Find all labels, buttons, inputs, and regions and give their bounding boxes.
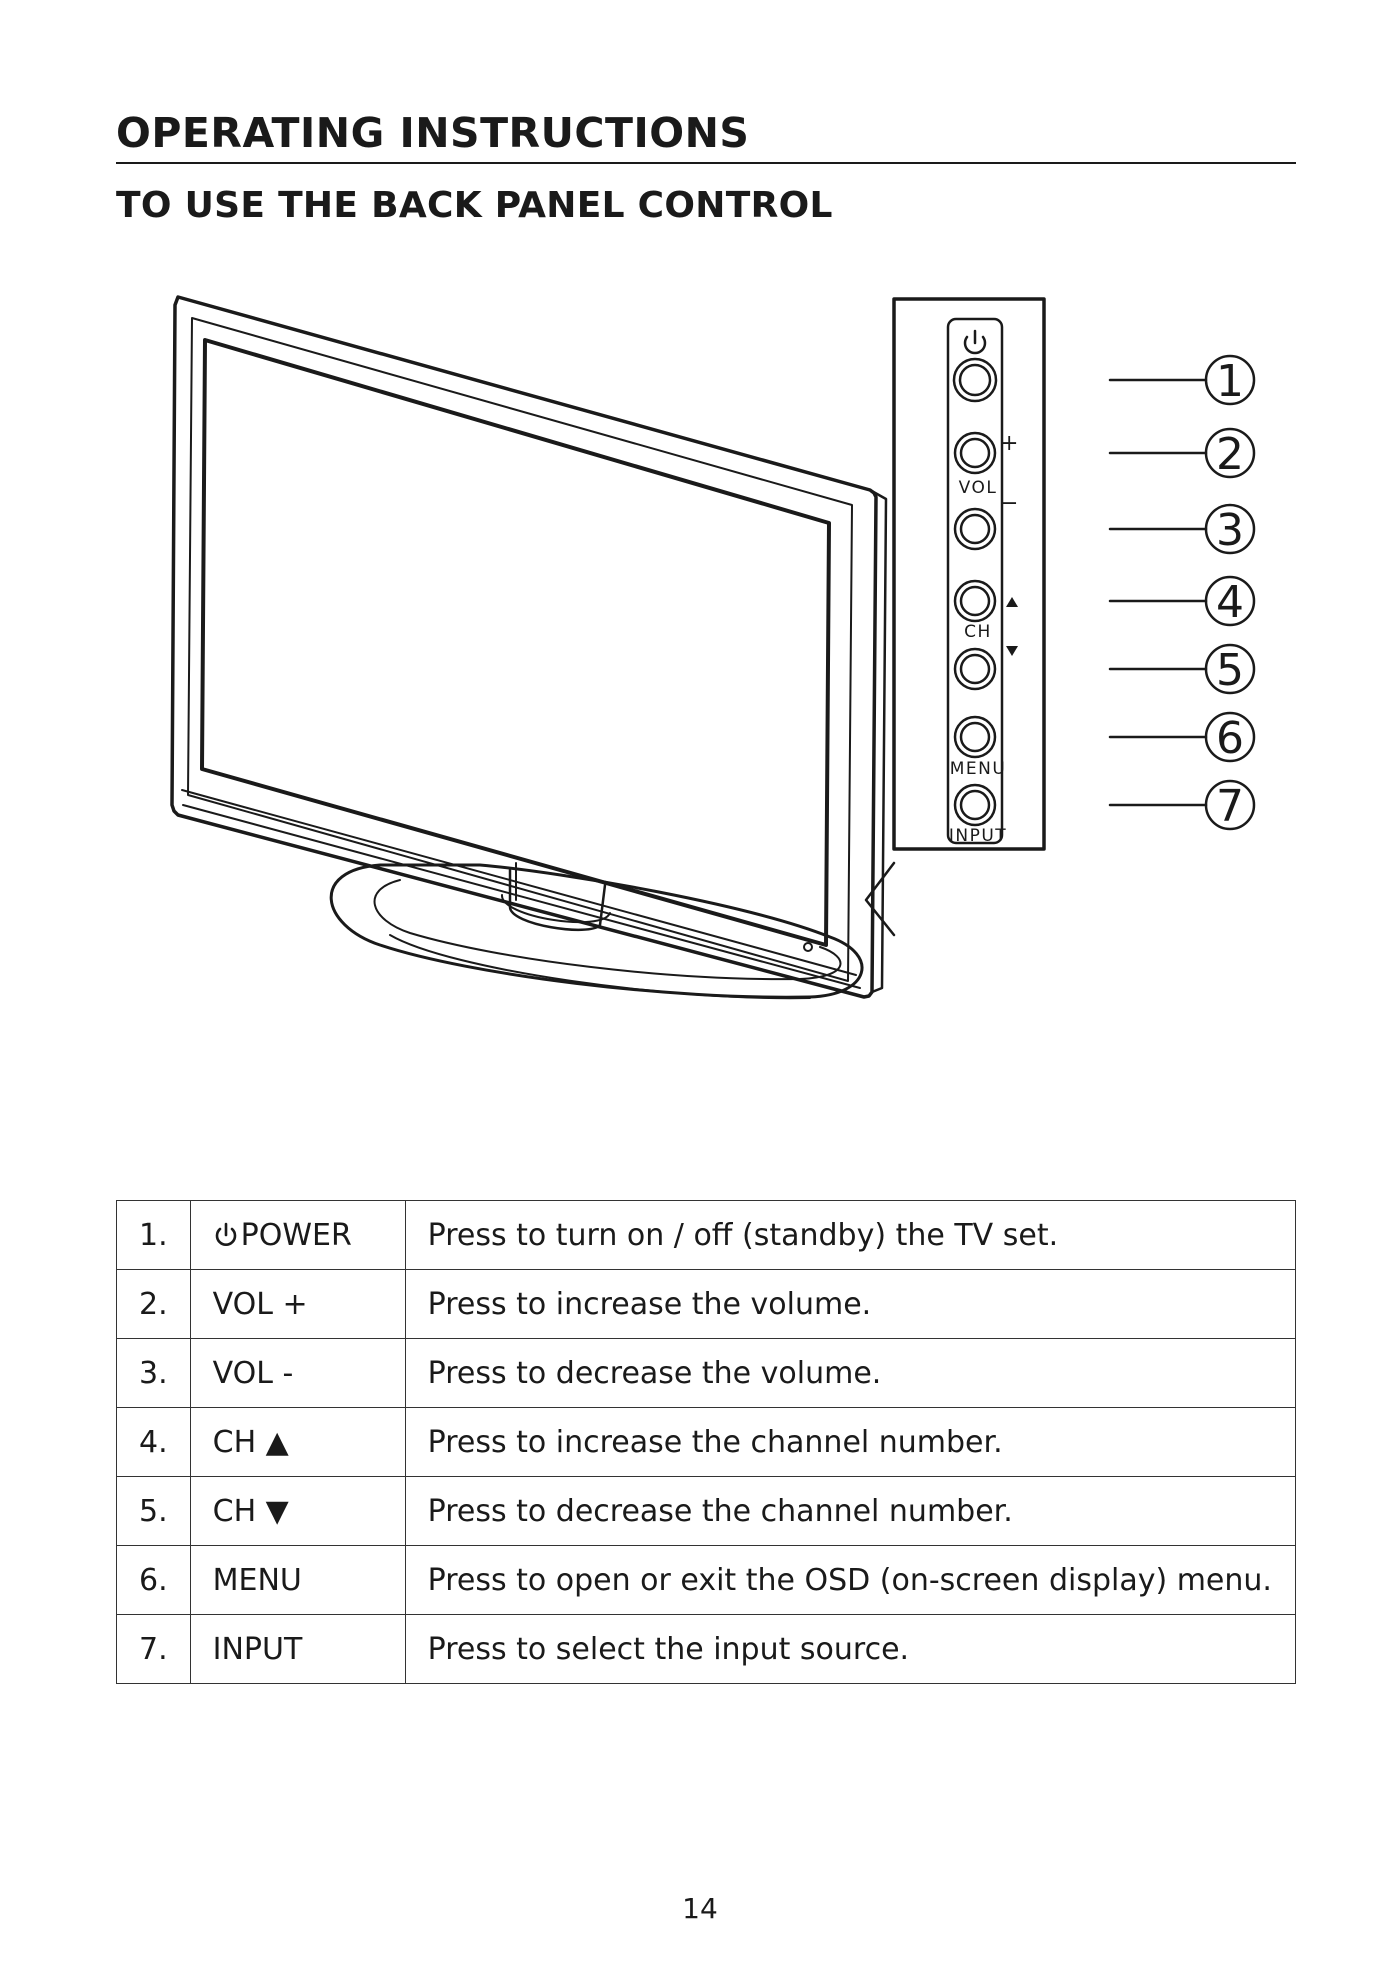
callout-2: 2	[1216, 429, 1244, 480]
control-name: CH ▲	[189, 1407, 406, 1477]
callout-4: 4	[1216, 577, 1244, 628]
table-row: 7. INPUT Press to select the input sourc…	[116, 1614, 1297, 1684]
control-description: Press to increase the volume.	[404, 1269, 1297, 1339]
callout-circles	[1204, 354, 1256, 831]
table-row: 3. VOL - Press to decrease the volume.	[116, 1338, 1297, 1408]
ch-down-button[interactable]	[953, 647, 997, 691]
input-button[interactable]	[953, 783, 997, 827]
menu-label: MENU	[950, 759, 1007, 779]
tv-back-panel-diagram: + − VOL CH MENU INPUT 1 2 3 4 5 6 7	[150, 285, 1300, 1015]
control-description: Press to increase the channel number.	[404, 1407, 1297, 1477]
table-row: 1. POWER Press to turn on / off (standby…	[116, 1200, 1297, 1270]
section-title: TO USE THE BACK PANEL CONTROL	[116, 185, 833, 226]
row-number: 2.	[116, 1269, 191, 1339]
vol-plus-label: +	[1000, 431, 1020, 456]
table-row: 6. MENU Press to open or exit the OSD (o…	[116, 1545, 1297, 1615]
ch-down-arrow-icon	[1006, 646, 1018, 656]
control-name: VOL -	[189, 1338, 406, 1408]
controls-table: 1. POWER Press to turn on / off (standby…	[116, 1200, 1297, 1684]
vol-up-button[interactable]	[953, 431, 997, 475]
vol-down-button[interactable]	[953, 507, 997, 551]
tv-illustration	[170, 295, 888, 999]
diagram-svg: + − VOL CH MENU INPUT 1 2 3 4 5 6 7	[170, 295, 1256, 1000]
table-row: 5. CH ▼ Press to decrease the channel nu…	[116, 1476, 1297, 1546]
callout-1: 1	[1216, 356, 1244, 407]
control-name-text: POWER	[240, 1217, 352, 1253]
menu-button[interactable]	[953, 715, 997, 759]
vol-minus-label: −	[1000, 491, 1020, 516]
control-description: Press to open or exit the OSD (on-screen…	[404, 1545, 1297, 1615]
control-description: Press to select the input source.	[404, 1614, 1297, 1684]
control-description: Press to decrease the volume.	[404, 1338, 1297, 1408]
callout-5: 5	[1216, 645, 1244, 696]
row-number: 4.	[116, 1407, 191, 1477]
power-icon	[215, 1222, 236, 1246]
page-title: OPERATING INSTRUCTIONS	[116, 108, 1296, 164]
button-strip	[946, 317, 1004, 845]
control-name: INPUT	[189, 1614, 406, 1684]
callout-lines	[1108, 378, 1208, 807]
ch-up-arrow-icon	[1006, 597, 1018, 607]
row-number: 3.	[116, 1338, 191, 1408]
row-number: 7.	[116, 1614, 191, 1684]
vol-label: VOL	[959, 478, 998, 498]
ch-label: CH	[964, 622, 992, 642]
control-description: Press to decrease the channel number.	[404, 1476, 1297, 1546]
callout-6: 6	[1216, 713, 1244, 764]
tv-stand-illustration	[329, 863, 864, 1000]
control-description: Press to turn on / off (standby) the TV …	[404, 1200, 1297, 1270]
row-number: 6.	[116, 1545, 191, 1615]
power-button[interactable]	[952, 357, 998, 403]
input-label: INPUT	[949, 826, 1007, 846]
callout-7: 7	[1216, 781, 1244, 832]
ch-up-button[interactable]	[953, 579, 997, 623]
control-name: MENU	[189, 1545, 406, 1615]
back-panel-frame	[892, 297, 1046, 851]
control-name: POWER	[189, 1200, 406, 1270]
panel-pointer	[864, 861, 896, 937]
control-name: CH ▼	[189, 1476, 406, 1546]
page-number: 14	[682, 1892, 718, 1925]
table-row: 4. CH ▲ Press to increase the channel nu…	[116, 1407, 1297, 1477]
row-number: 1.	[116, 1200, 191, 1270]
callout-3: 3	[1216, 505, 1244, 556]
row-number: 5.	[116, 1476, 191, 1546]
table-row: 2. VOL + Press to increase the volume.	[116, 1269, 1297, 1339]
power-icon	[963, 329, 987, 355]
control-name: VOL +	[189, 1269, 406, 1339]
